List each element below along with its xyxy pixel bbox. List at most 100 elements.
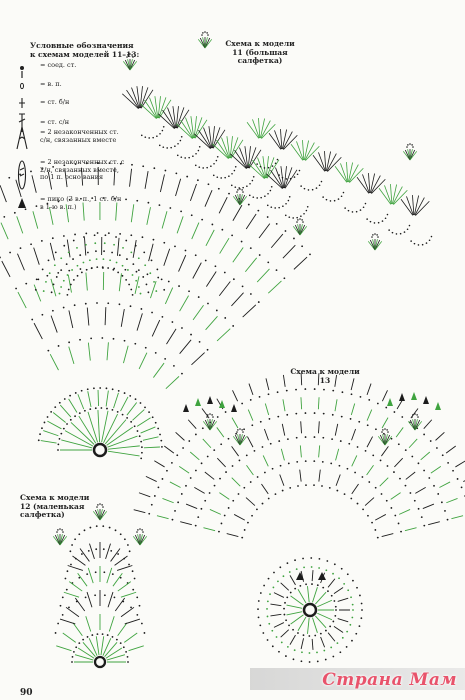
chain-ring (403, 231, 406, 233)
chain-ring (180, 210, 183, 213)
chain-ring (261, 502, 264, 505)
chain-ring (247, 521, 249, 524)
stitch-spoke (110, 548, 121, 562)
chain-ring (83, 529, 86, 532)
shell-motif (57, 534, 61, 546)
stitch-spoke (50, 278, 57, 297)
stitch-spoke (101, 410, 109, 443)
chain-ring (84, 302, 87, 305)
chain-ring (241, 285, 244, 288)
stitch-spoke (172, 106, 177, 129)
chain-ring (126, 417, 129, 419)
chain-ring (273, 571, 275, 574)
stitch-spoke (142, 436, 159, 441)
stitch-spoke (201, 408, 210, 419)
chain-ring (75, 646, 78, 649)
stitch-spoke (189, 183, 197, 202)
chain-ring (190, 333, 192, 336)
chain-ring (224, 176, 226, 179)
chain-ring (287, 462, 290, 465)
stitch-spoke (349, 167, 364, 183)
chain-ring (153, 280, 155, 283)
stitch-spoke (63, 591, 80, 598)
chain-ring (87, 251, 89, 254)
chain-ring (305, 583, 307, 586)
chain-ring (161, 478, 164, 480)
stitch-spoke (414, 197, 425, 216)
chain-ring (170, 461, 173, 464)
chain-ring (324, 658, 327, 661)
chain-ring (366, 218, 368, 220)
chain-ring (408, 224, 411, 227)
stitch-spoke (133, 509, 146, 514)
stitch-spoke (158, 99, 172, 119)
chain-ring (130, 234, 133, 237)
chain-ring (286, 645, 289, 648)
chain-ring (436, 447, 438, 449)
chain-ring (83, 409, 86, 412)
chain-ring (304, 388, 307, 390)
chain-ring (128, 550, 131, 553)
chain-ring (37, 439, 40, 442)
chain-ring (153, 167, 156, 170)
chain-ring (284, 214, 287, 217)
page-number: 90 (20, 688, 33, 698)
chain-ring (266, 216, 269, 218)
chain-ring (69, 283, 72, 286)
stitch-spoke (232, 247, 244, 263)
stitch-spoke (87, 411, 99, 443)
stitch-spoke (212, 127, 221, 149)
chain-ring (54, 632, 57, 634)
stitch-spoke (205, 229, 215, 247)
chain-ring (58, 401, 61, 404)
chain-ring (216, 176, 219, 178)
stitch-spoke (89, 543, 95, 560)
stitch-spoke (74, 654, 94, 661)
chain-ring (200, 462, 203, 465)
footer-banner (250, 668, 465, 690)
chain-ring (358, 420, 361, 423)
chain-ring (302, 557, 304, 560)
chain-ring (338, 464, 341, 467)
chain-ring (94, 242, 97, 245)
stitch-spoke (340, 163, 348, 183)
stitch-spoke (198, 129, 212, 149)
stitch-spoke (335, 474, 341, 486)
stitch-spoke (64, 169, 68, 188)
chain-ring (350, 596, 352, 599)
shell-motif (409, 143, 411, 145)
chain-ring (128, 283, 131, 286)
chain-ring (354, 471, 357, 474)
chain-ring (447, 461, 450, 464)
single-crochet-icon (14, 96, 36, 118)
stitch-spoke (78, 415, 97, 444)
chain-ring (78, 576, 81, 579)
diagram-title-model-11: Схема к модели 11 (большая салфетка) (225, 39, 295, 65)
stitch-spoke (412, 195, 415, 216)
chain-ring (267, 192, 269, 195)
chain-ring (137, 269, 140, 272)
chain-ring (286, 562, 289, 565)
stitch-spoke (300, 638, 304, 650)
stitch-spoke (381, 446, 389, 457)
chain-ring (300, 660, 303, 663)
picot-mark (195, 398, 201, 406)
chain-ring (285, 655, 287, 657)
chain-ring (148, 512, 151, 515)
chain-ring (190, 214, 193, 217)
watermark-logo: Страна Мам (322, 670, 457, 690)
stitch-spoke (326, 151, 331, 172)
chain-ring (76, 246, 78, 249)
stitch-spoke (212, 129, 226, 149)
chain-ring (91, 634, 94, 636)
chain-ring (80, 197, 82, 200)
chain-ring (295, 436, 298, 439)
chain-ring (136, 596, 139, 599)
chain-ring (122, 646, 125, 649)
chain-ring (274, 162, 277, 165)
chain-ring (194, 164, 197, 167)
chain-ring (313, 436, 316, 438)
chain-ring (58, 438, 61, 440)
chain-ring (292, 658, 295, 661)
chain-ring (118, 254, 121, 257)
